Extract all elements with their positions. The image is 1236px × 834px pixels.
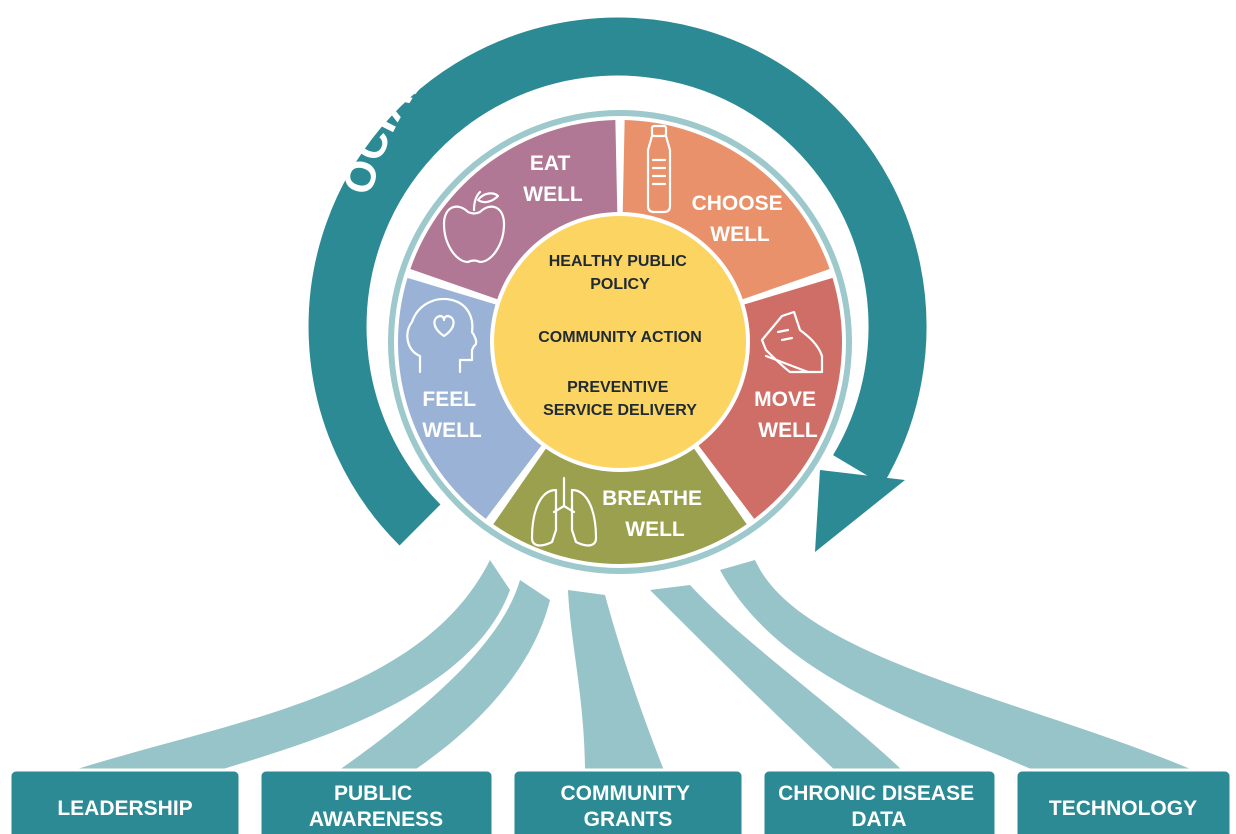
lungs-icon xyxy=(530,476,598,547)
beam-leadership xyxy=(65,560,510,773)
segment-label-eat-well: EAT WELL xyxy=(523,152,583,206)
segment-choose-well xyxy=(697,277,842,519)
beam-public-awareness xyxy=(335,580,550,773)
pillar-label-public-awareness: PUBLIC AWARENESS xyxy=(309,782,443,831)
center-circle xyxy=(490,212,750,472)
pillar-label-chronic-disease-data: CHRONIC DISEASE DATA xyxy=(778,782,980,831)
head-heart-icon xyxy=(406,297,478,374)
beam-community-grants xyxy=(568,590,665,773)
pillar-public-awareness: PUBLIC AWARENESS xyxy=(258,768,495,834)
segment-labels: EAT WELL CHOOSE WELL MOVE WELL BREATHE W… xyxy=(422,152,822,541)
pillar-leadership: LEADERSHIP xyxy=(8,768,242,834)
pillar-label-leadership: LEADERSHIP xyxy=(57,797,192,820)
pillar-technology: TECHNOLOGY xyxy=(1014,768,1233,834)
center-community-action: COMMUNITY ACTION xyxy=(538,329,702,346)
segment-label-move-well: MOVE WELL xyxy=(754,388,822,442)
segment-breathe-well xyxy=(398,277,543,519)
segment-label-breathe-well: BREATHE WELL xyxy=(602,487,708,541)
segment-label-choose-well: CHOOSE WELL xyxy=(692,192,789,246)
center-healthy-public-policy: HEALTHY PUBLIC POLICY xyxy=(549,253,692,293)
beam-technology xyxy=(720,560,1200,773)
beams xyxy=(65,560,1200,773)
segment-eat-well xyxy=(622,120,830,300)
pillar-label-technology: TECHNOLOGY xyxy=(1049,797,1197,820)
segment-move-well xyxy=(493,447,747,565)
apple-icon xyxy=(442,190,506,264)
social-determinants-arrow xyxy=(308,17,927,552)
beam-chronic-disease-data xyxy=(650,585,905,773)
pillar-community-grants: COMMUNITY GRANTS xyxy=(511,768,745,834)
water-bottle-icon xyxy=(646,124,672,214)
wheel: HEALTHY PUBLIC POLICY COMMUNITY ACTION P… xyxy=(383,105,857,579)
shoe-icon xyxy=(760,310,824,374)
pillar-chronic-disease-data: CHRONIC DISEASE DATA xyxy=(761,768,998,834)
pillars: LEADERSHIP PUBLIC AWARENESS COMMUNITY GR… xyxy=(8,768,1233,834)
pillar-label-community-grants: COMMUNITY GRANTS xyxy=(561,782,696,831)
segment-label-feel-well: FEEL WELL xyxy=(422,388,482,442)
segment-feel-well xyxy=(410,120,618,300)
center-preventive-service-delivery: PREVENTIVE SERVICE DELIVERY xyxy=(543,379,697,419)
